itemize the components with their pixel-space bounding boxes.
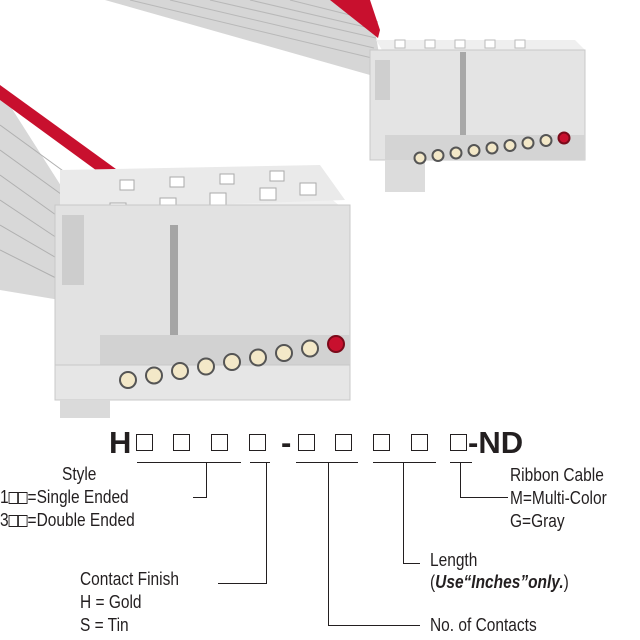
contact-finish-tin: S = Tin — [80, 615, 129, 635]
contact-pin — [467, 144, 481, 157]
style-option-label: =Double Ended — [27, 510, 135, 530]
contact-finish-title: Contact Finish — [80, 569, 179, 589]
code-box — [249, 434, 266, 451]
style-option-prefix: 3 — [0, 510, 9, 530]
style-title: Style — [62, 464, 97, 484]
ribbon-leader — [460, 497, 508, 498]
style-option-double: 3 =Double Ended — [0, 509, 135, 531]
contact-pin — [539, 134, 553, 147]
code-box — [373, 434, 390, 451]
contact-pin — [249, 348, 267, 367]
part-prefix: H — [109, 425, 132, 460]
front-idc-connector — [54, 165, 351, 418]
paren: ( — [430, 572, 436, 592]
contact-pin — [431, 149, 445, 162]
code-box — [173, 434, 190, 451]
code-box — [298, 434, 315, 451]
contact-finish-gold: H = Gold — [80, 592, 142, 612]
contact-pin — [503, 139, 517, 152]
contact-pin — [327, 335, 345, 353]
part-suffix: -ND — [468, 425, 524, 460]
contact-pin — [521, 136, 535, 150]
ribbon-underline — [450, 462, 472, 463]
contact-pin — [145, 366, 163, 385]
length-note: (Use“Inches”only.) — [430, 571, 569, 593]
ribbon-gray: G=Gray — [510, 511, 565, 531]
finish-leader — [218, 583, 267, 584]
contact-pin — [485, 141, 499, 155]
length-underline — [373, 462, 436, 463]
code-box — [335, 434, 352, 451]
code-box — [211, 434, 228, 451]
part-separator: - — [281, 425, 292, 460]
style-option-single: 1 =Single Ended — [0, 486, 129, 508]
style-leader — [193, 497, 207, 498]
contact-pin — [413, 151, 427, 165]
finish-leader — [266, 462, 267, 584]
contacts-title: No. of Contacts — [430, 615, 537, 635]
length-leader — [403, 563, 420, 564]
rear-ribbon-cable — [105, 0, 380, 75]
contact-pin — [119, 371, 137, 389]
ribbon-leader — [460, 462, 461, 498]
finish-underline — [250, 462, 270, 463]
contact-pin — [301, 339, 319, 358]
length-title: Length — [430, 550, 478, 570]
ribbon-title: Ribbon Cable — [510, 465, 604, 485]
contact-pin — [197, 357, 215, 376]
code-box — [450, 434, 467, 451]
style-option-label: =Single Ended — [27, 487, 129, 507]
contact-pin — [557, 131, 571, 145]
front-ribbon-cable — [0, 85, 145, 300]
style-underline — [137, 462, 241, 463]
code-box — [136, 434, 153, 451]
rear-idc-connector — [369, 39, 586, 192]
contact-pin — [223, 353, 241, 371]
contacts-leader — [328, 625, 420, 626]
style-leader — [206, 462, 207, 498]
ribbon-cable-assembly-image — [0, 0, 586, 418]
ribbon-multi: M=Multi-Color — [510, 488, 607, 508]
rear-contact-row — [413, 131, 571, 165]
code-box — [411, 434, 428, 451]
length-leader — [403, 462, 404, 564]
length-note-bold: Use“Inches”only. — [435, 572, 564, 592]
contacts-leader — [328, 462, 329, 626]
contact-pin — [275, 344, 293, 362]
paren: ) — [563, 572, 569, 592]
front-contact-row — [119, 335, 345, 389]
style-option-prefix: 1 — [0, 487, 9, 507]
contacts-underline — [296, 462, 358, 463]
contact-pin — [449, 146, 463, 160]
contact-pin — [171, 362, 189, 380]
